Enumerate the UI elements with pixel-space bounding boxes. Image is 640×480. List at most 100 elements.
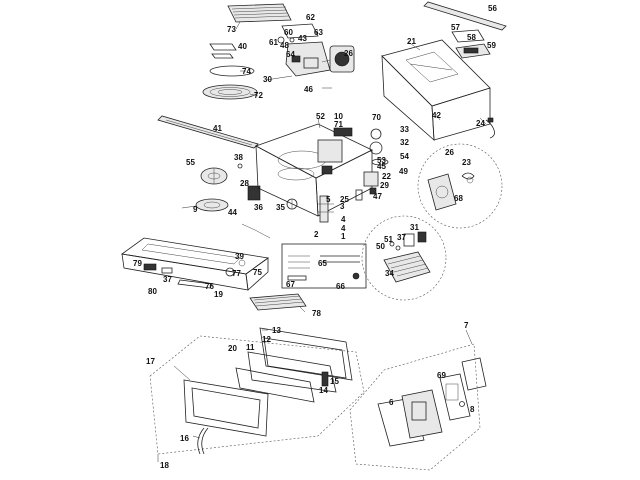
callout-label: 21	[407, 37, 416, 46]
callout-label: 42	[432, 111, 441, 120]
callout-label: 3	[340, 202, 345, 211]
callout-label: 62	[306, 13, 315, 22]
callout-label: 60	[284, 28, 293, 37]
part-motor-bracket-assembly	[277, 23, 331, 77]
callout-label: 18	[160, 461, 169, 470]
callout-label: 55	[186, 158, 195, 167]
callout-label: 64	[286, 50, 295, 59]
callout-label: 75	[253, 268, 262, 277]
callout-label: 1	[341, 232, 346, 241]
part-fan-motor-27	[321, 45, 355, 73]
part-vent-strip-56	[423, 1, 507, 31]
callout-label: 17	[146, 357, 155, 366]
callout-label: 38	[234, 153, 243, 162]
callout-label: 70	[372, 113, 381, 122]
part-filter-78	[249, 293, 307, 311]
part-cord-24	[485, 117, 495, 139]
callout-label: 9	[193, 205, 198, 214]
part-grille-73	[227, 3, 292, 23]
callout-label: 39	[235, 252, 244, 261]
callout-label: 24	[476, 119, 485, 128]
callout-label: 44	[228, 208, 237, 217]
part-base-plate	[120, 237, 270, 291]
callout-label: 58	[467, 33, 476, 42]
callout-label: 69	[437, 371, 446, 380]
part-turntable-72	[202, 84, 258, 100]
callout-label: 59	[487, 41, 496, 50]
callout-label: 13	[272, 326, 281, 335]
callout-label: 65	[318, 259, 327, 268]
callout-label: 26	[344, 49, 353, 58]
callout-label: 40	[238, 42, 247, 51]
callout-label: 33	[400, 125, 409, 134]
part-cabinet-21	[381, 39, 491, 141]
callout-label: 12	[262, 335, 271, 344]
part-control-panel-assembly	[349, 343, 487, 471]
part-small-38	[237, 163, 243, 169]
callout-label: 11	[246, 343, 255, 352]
part-filter-assembly-57-59	[451, 29, 491, 59]
part-ring-74	[209, 65, 255, 77]
callout-label: 22	[382, 172, 391, 181]
callout-label: 5	[326, 195, 331, 204]
callout-label: 25	[340, 195, 349, 204]
callout-label: 4	[341, 215, 346, 224]
callout-label: 72	[254, 91, 263, 100]
callout-label: 46	[304, 85, 313, 94]
callout-label: 20	[228, 344, 237, 353]
callout-label: 37	[163, 275, 172, 284]
callout-label: 52	[316, 112, 325, 121]
callout-labels: 1 2 3 4 4 5 6 7 8 9 10 11 12 13 14 15 16…	[133, 4, 497, 470]
callout-label: 45	[377, 162, 386, 171]
callout-label: 29	[380, 181, 389, 190]
callout-label: 78	[312, 309, 321, 318]
callout-label: 28	[240, 179, 249, 188]
callout-label: 57	[451, 23, 460, 32]
callout-label: 66	[336, 282, 345, 291]
part-hardware-kit	[281, 243, 367, 289]
part-fan-housing-group	[417, 143, 503, 229]
part-bracket-36	[241, 185, 271, 239]
callout-label: 31	[410, 223, 419, 232]
callout-label: 67	[286, 280, 295, 289]
callout-label: 77	[232, 269, 241, 278]
part-roller-9-44	[195, 198, 229, 212]
part-main-cavity	[255, 123, 373, 217]
part-plate-40	[209, 43, 237, 59]
callout-label: 79	[133, 259, 142, 268]
callout-label: 50	[376, 242, 385, 251]
callout-label: 56	[488, 4, 497, 13]
callout-label: 71	[334, 120, 343, 129]
part-roller-55	[200, 167, 228, 185]
callout-label: 2	[314, 230, 319, 239]
callout-label: 73	[227, 25, 236, 34]
callout-label: 7	[464, 321, 469, 330]
callout-label: 76	[205, 282, 214, 291]
callout-label: 23	[462, 158, 471, 167]
callout-label: 6	[389, 398, 394, 407]
callout-label: 47	[373, 192, 382, 201]
part-stirrer-35	[286, 198, 298, 210]
callout-label: 54	[400, 152, 409, 161]
part-control-group	[361, 215, 447, 301]
callout-label: 74	[242, 67, 251, 76]
callout-label: 43	[298, 34, 307, 43]
part-door-assembly	[149, 327, 365, 455]
callout-label: 30	[263, 75, 272, 84]
callout-label: 36	[254, 203, 263, 212]
callout-label: 61	[269, 38, 278, 47]
callout-label: 16	[180, 434, 189, 443]
leader-lines	[157, 21, 487, 462]
part-shaft-1-5	[318, 195, 334, 223]
callout-label: 26	[445, 148, 454, 157]
part-front-rail-41	[157, 115, 259, 149]
callout-label: 8	[470, 405, 475, 414]
part-components-right	[355, 128, 389, 201]
callout-label: 48	[280, 41, 289, 50]
callout-label: 32	[400, 138, 409, 147]
callout-label: 80	[148, 287, 157, 296]
callout-label: 41	[213, 124, 222, 133]
callout-label: 37	[397, 233, 406, 242]
callout-label: 68	[454, 194, 463, 203]
